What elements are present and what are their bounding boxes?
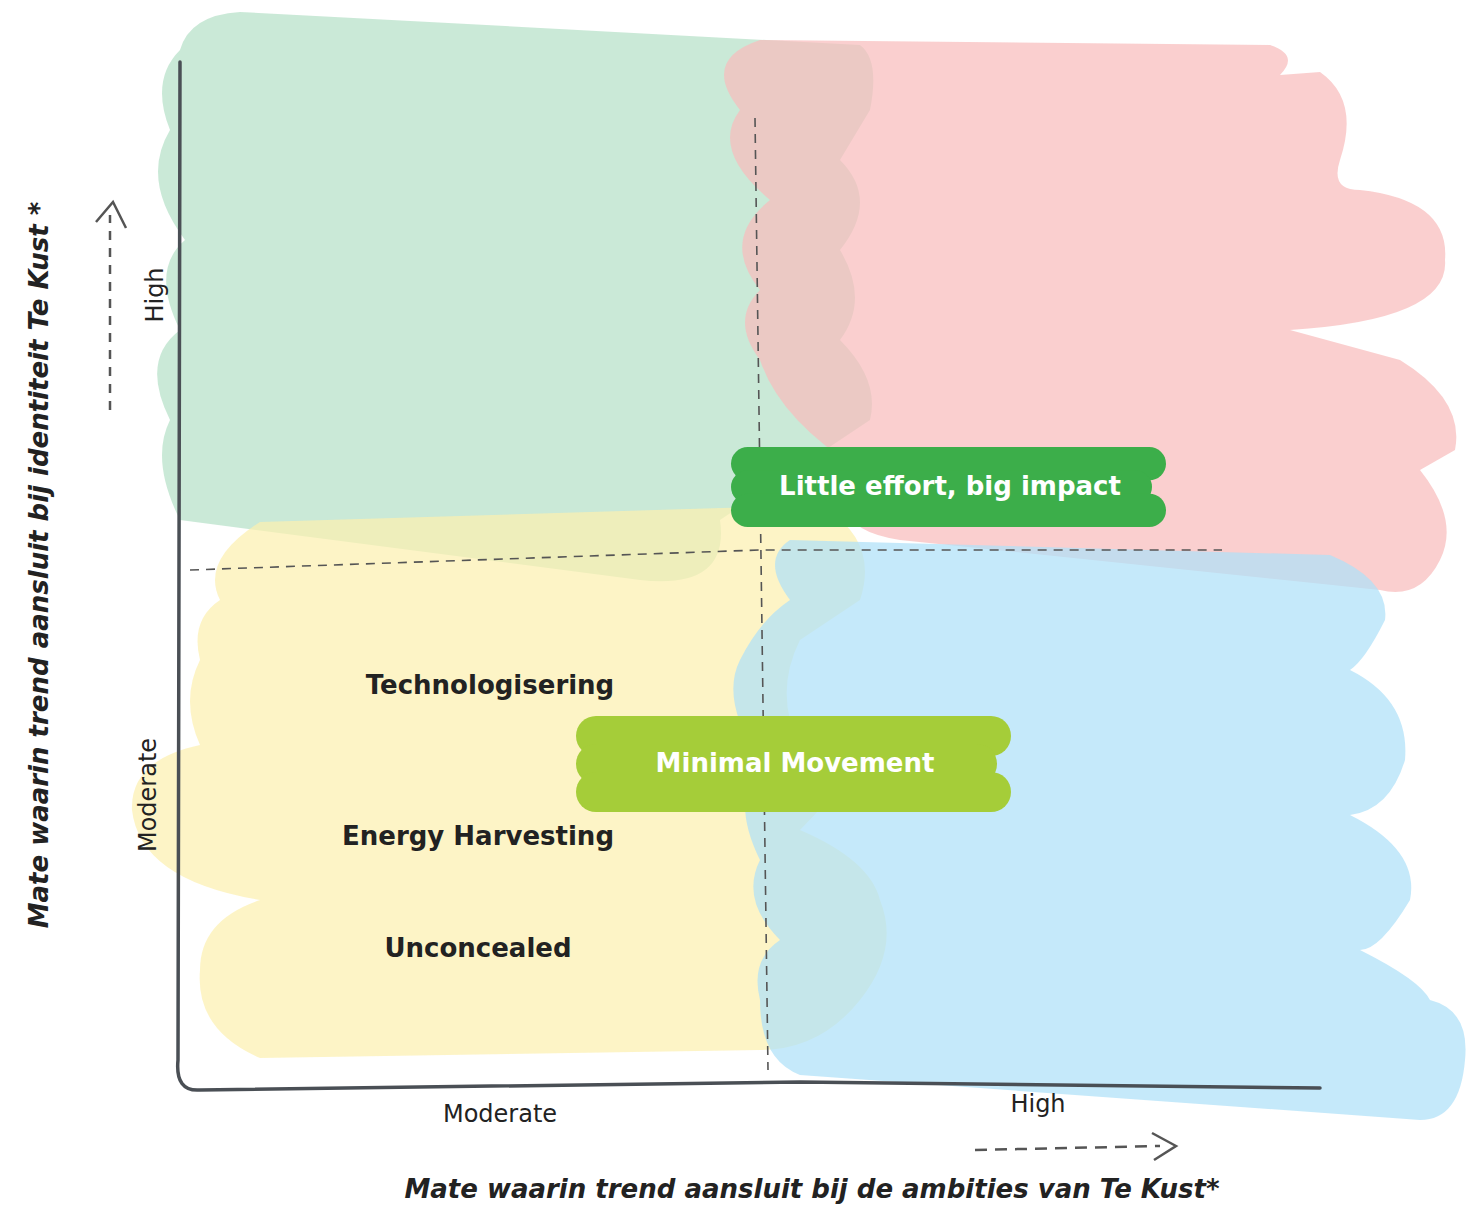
red-region — [724, 40, 1456, 592]
axis-value: High — [141, 267, 170, 322]
arrow-head — [96, 202, 126, 228]
trend-highlight: Little effort, big impact — [779, 471, 1121, 502]
axis-title: Mate waarin trend aansluit bij de ambiti… — [404, 1174, 1219, 1205]
axis-value: Moderate — [134, 738, 163, 852]
trend-label: Unconcealed — [384, 933, 571, 964]
stroke-band — [731, 470, 1152, 503]
axis-line — [178, 62, 1320, 1090]
axis-value: Moderate — [443, 1100, 557, 1129]
blue-region — [733, 540, 1465, 1120]
trend-label: Energy Harvesting — [342, 821, 614, 852]
axis-value: High — [1010, 1090, 1065, 1119]
trend-label: Technologisering — [366, 670, 614, 701]
axis-arrow — [975, 1146, 1160, 1150]
brush-stroke-box: Minimal Movement — [568, 716, 1023, 812]
brush-stroke-box: Little effort, big impact — [723, 447, 1178, 527]
axis-arrow — [109, 215, 112, 410]
divider-line — [755, 118, 768, 1070]
arrow-head — [1152, 1133, 1176, 1160]
trend-highlight: Minimal Movement — [656, 748, 935, 779]
divider-line — [190, 550, 1222, 570]
axis-title: Mate waarin trend aansluit bij identitei… — [24, 202, 55, 929]
